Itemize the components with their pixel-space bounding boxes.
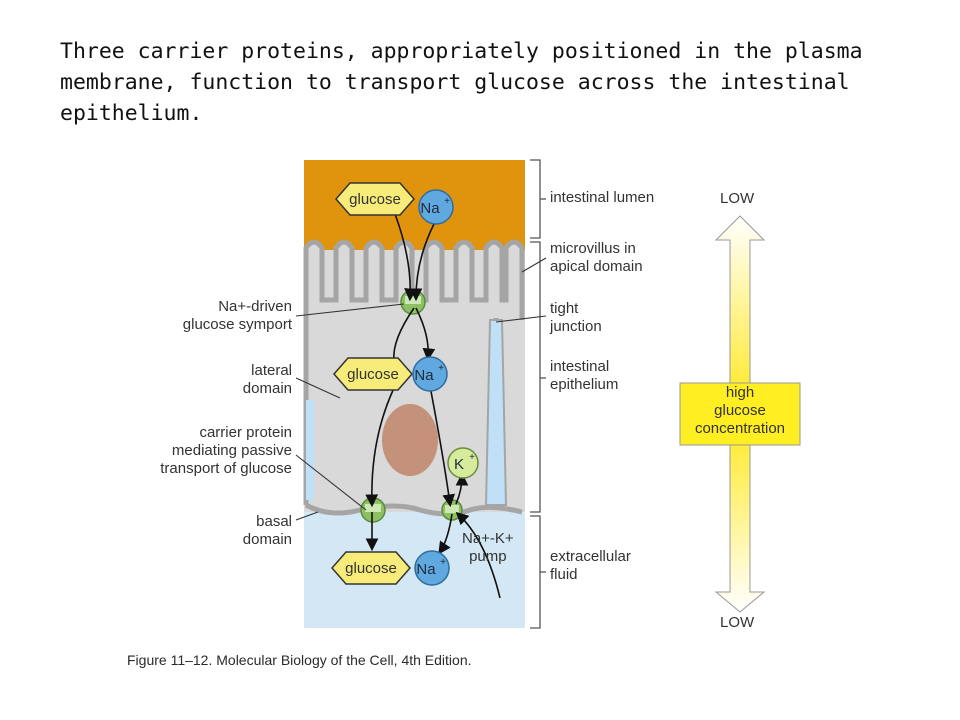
sodium-ion-lumen: Na + (418, 189, 454, 225)
svg-text:+: + (444, 196, 450, 207)
svg-text:Na: Na (414, 367, 434, 384)
gradient-label-box (679, 382, 801, 446)
extracellular-fluid-label: extracellular fluid (550, 548, 631, 583)
microvillus-label: microvillus in apical domain (550, 240, 643, 275)
svg-text:+: + (440, 557, 446, 568)
gradient-bottom-label: LOW (720, 614, 755, 631)
intestinal-epithelium-label: intestinal epithelium (550, 358, 619, 393)
potassium-ion: K + (447, 447, 479, 479)
intercellular-space (484, 319, 508, 506)
glucose-cytosol: glucose (333, 357, 413, 391)
svg-text:K: K (454, 456, 464, 473)
figure-caption: Figure 11–12. Molecular Biology of the C… (127, 652, 472, 668)
passive-carrier-label: carrier protein mediating passive transp… (160, 424, 292, 477)
symport-label: Na+-driven glucose symport (182, 298, 292, 333)
glucose-lumen: glucose (335, 182, 415, 216)
basal-membrane (304, 502, 523, 517)
slide-title: Three carrier proteins, appropriately po… (60, 39, 863, 126)
pointer-lines (295, 257, 547, 521)
svg-text:+: + (438, 363, 444, 374)
svg-text:glucose: glucose (347, 366, 399, 383)
svg-text:Na: Na (420, 200, 440, 217)
glucose-gradient-arrow (679, 215, 801, 613)
svg-text:glucose: glucose (349, 191, 401, 208)
svg-text:+: + (469, 452, 475, 463)
intercellular-space-left (306, 400, 314, 500)
nucleus (382, 404, 438, 476)
glucose-extracellular: glucose (331, 551, 411, 585)
intestinal-lumen-label: intestinal lumen (550, 189, 655, 206)
passive-glucose-carrier (360, 497, 386, 523)
transport-arrows (365, 213, 501, 599)
lateral-domain-label: lateral domain (242, 362, 292, 397)
tight-junction-label: tight junction (550, 300, 602, 335)
basal-domain-label: basal domain (242, 513, 292, 548)
svg-text:glucose: glucose (345, 560, 397, 577)
svg-text:Na: Na (416, 561, 436, 578)
pump-label: Na+-K+ pump (462, 530, 514, 565)
gradient-middle-label: high glucose concentration (694, 384, 786, 437)
sodium-ion-cytosol: Na + (412, 356, 448, 392)
gradient-top-label: LOW (720, 190, 755, 207)
region-brackets (530, 159, 546, 629)
sodium-ion-extracellular: Na + (414, 550, 450, 586)
